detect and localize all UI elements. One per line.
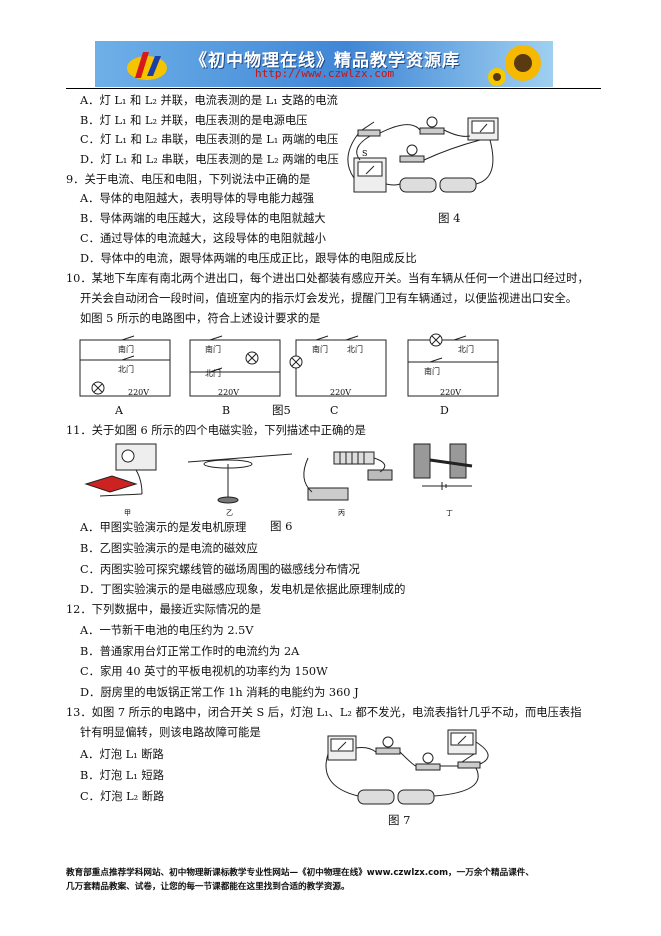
fig5-option-b: B bbox=[222, 404, 231, 417]
q13-stem-1: 13．如图 7 所示的电路中，闭合开关 S 后，灯泡 L₁、L₂ 都不发光，电流… bbox=[66, 706, 582, 719]
figure-5-caption: 图5 bbox=[272, 403, 291, 417]
q9-option-d: D．导体中的电流，跟导体两端的电压成正比，跟导体的电阻成反比 bbox=[80, 252, 417, 265]
q8-option-d: D．灯 L₁ 和 L₂ 串联，电压表测的是 L₂ 两端的电压 bbox=[80, 153, 339, 166]
q11-stem: 11．关于如图 6 所示的四个电磁实验，下列描述中正确的是 bbox=[66, 424, 366, 437]
fig5-d-north-label: 北门 bbox=[458, 345, 474, 354]
fig5-b-south-label: 南门 bbox=[205, 345, 221, 354]
q8-option-c: C．灯 L₁ 和 L₂ 串联，电压表测的是 L₁ 两端的电压 bbox=[80, 133, 339, 146]
site-logo-icon bbox=[127, 52, 167, 80]
q13-option-b: B．灯泡 L₁ 短路 bbox=[80, 769, 164, 782]
fig5-option-a: A bbox=[115, 404, 123, 417]
fig5-c-south-label: 南门 bbox=[312, 345, 328, 354]
figure-5-circuits bbox=[79, 333, 499, 397]
q13-stem-2: 针有明显偏转，则该电路故障可能是 bbox=[80, 726, 261, 739]
fig5-c-north-label: 北门 bbox=[347, 345, 363, 354]
q9-option-b: B．导体两端的电压越大，这段导体的电阻就越大 bbox=[80, 212, 326, 225]
q12-option-d: D．厨房里的电饭锅正常工作 1h 消耗的电能约为 360 J bbox=[80, 686, 359, 699]
q11-option-a: A．甲图实验演示的是发电机原理 bbox=[80, 521, 247, 534]
q11-option-d: D．丁图实验演示的是电磁感应现象，发电机是依据此原理制成的 bbox=[80, 583, 406, 596]
footer-line-1: 教育部重点推荐学科网站、初中物理新课标教学专业性网站—《初中物理在线》www.c… bbox=[66, 868, 534, 878]
q9-option-c: C．通过导体的电流越大，这段导体的电阻就越小 bbox=[80, 232, 326, 245]
q9-stem: 9．关于电流、电压和电阻，下列说法中正确的是 bbox=[66, 173, 311, 186]
fig5-option-d: D bbox=[440, 404, 449, 417]
switch-s-label: S bbox=[362, 149, 367, 158]
q11-option-c: C．丙图实验可探究螺线管的磁场周围的磁感线分布情况 bbox=[80, 563, 360, 576]
q8-option-b: B．灯 L₁ 和 L₂ 并联，电压表测的是电源电压 bbox=[80, 114, 308, 127]
figure-6-caption: 图 6 bbox=[270, 519, 293, 533]
footer-line-2: 几万套精品教案、试卷，让您的每一节课都能在这里找到合适的教学资源。 bbox=[66, 882, 350, 892]
q12-option-a: A．一节新干电池的电压约为 2.5V bbox=[80, 624, 254, 637]
banner-title: 《初中物理在线》精品教学资源库 bbox=[190, 51, 460, 71]
header-banner: 《初中物理在线》精品教学资源库 http://www.czwlzx.com bbox=[95, 41, 553, 87]
q9-option-a: A．导体的电阻越大，表明导体的导电能力越强 bbox=[80, 192, 315, 205]
fig5-b-voltage-label: 220V bbox=[218, 388, 240, 397]
banner-url[interactable]: http://www.czwlzx.com bbox=[255, 67, 395, 80]
q13-option-c: C．灯泡 L₂ 断路 bbox=[80, 790, 165, 803]
q12-stem: 12．下列数据中，最接近实际情况的是 bbox=[66, 603, 262, 616]
fig5-c-voltage-label: 220V bbox=[330, 388, 352, 397]
fig5-option-c: C bbox=[330, 404, 339, 417]
q11-option-b: B．乙图实验演示的是电流的磁效应 bbox=[80, 542, 258, 555]
fig5-b-north-label: 北门 bbox=[205, 369, 221, 378]
q10-stem-2: 开关会自动闭合一段时间，值班室内的指示灯会发光，提醒门卫有车辆通过，以便监视进出… bbox=[80, 292, 578, 305]
figure-6-experiments bbox=[84, 443, 473, 504]
q12-option-b: B．普通家用台灯正常工作时的电流约为 2A bbox=[80, 645, 300, 658]
fig5-a-south-label: 南门 bbox=[118, 345, 134, 354]
fig6-yi-label: 乙 bbox=[226, 509, 233, 517]
fig5-d-south-label: 南门 bbox=[424, 367, 440, 376]
fig6-bing-label: 丙 bbox=[338, 509, 345, 517]
figure-7-diagram bbox=[325, 729, 489, 805]
figure-7-caption: 图 7 bbox=[388, 813, 411, 827]
fig6-ding-label: 丁 bbox=[446, 509, 453, 517]
q10-stem-1: 10．某地下车库有南北两个进出口，每个进出口处都装有感应开关。当有车辆从任何一个… bbox=[66, 272, 589, 285]
figure-4-caption: 图 4 bbox=[438, 211, 461, 225]
fig5-a-voltage-label: 220V bbox=[128, 388, 150, 397]
q13-option-a: A．灯泡 L₁ 断路 bbox=[80, 748, 164, 761]
fig6-jia-label: 甲 bbox=[124, 509, 131, 517]
sunflower-icon bbox=[488, 45, 541, 86]
figure-4-diagram: S bbox=[347, 116, 499, 193]
q10-stem-3: 如图 5 所示的电路图中，符合上述设计要求的是 bbox=[80, 312, 321, 325]
header-divider bbox=[66, 88, 601, 89]
q12-option-c: C．家用 40 英寸的平板电视机的功率约为 150W bbox=[80, 665, 328, 678]
q8-option-a: A．灯 L₁ 和 L₂ 并联，电流表测的是 L₁ 支路的电流 bbox=[80, 94, 338, 107]
fig5-a-north-label: 北门 bbox=[118, 365, 134, 374]
fig5-d-voltage-label: 220V bbox=[440, 388, 462, 397]
